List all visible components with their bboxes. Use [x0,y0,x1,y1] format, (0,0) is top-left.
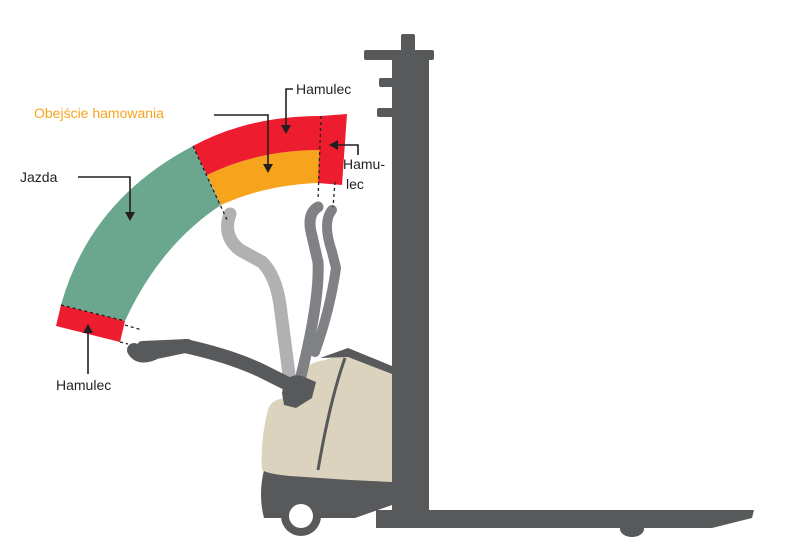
truck-body [261,348,392,536]
fork-roller [620,521,644,537]
forklift-mast [364,34,434,522]
leader-lines [78,88,359,374]
zone-brake-top [193,116,321,175]
label-side-brake-line2: lec [346,176,364,192]
forklift-fork [376,510,754,528]
zone-brake-side [318,114,347,185]
tiller-dark [127,339,299,393]
zone-boundaries [60,115,336,345]
zone-brake-bottom [56,305,125,342]
zone-drive [61,146,221,321]
label-side-brake-line1: Hamu- [343,156,385,172]
label-bottom-brake: Hamulec [56,377,111,393]
label-drive: Jazda [20,169,58,185]
zone-bypass [207,150,320,205]
zone-arc [56,114,347,342]
tiller-mid [294,201,341,386]
tiller-light [221,207,297,389]
tiller-head [282,375,316,408]
label-top-brake: Hamulec [296,81,351,97]
label-bypass: Obejście hamowania [34,105,164,121]
